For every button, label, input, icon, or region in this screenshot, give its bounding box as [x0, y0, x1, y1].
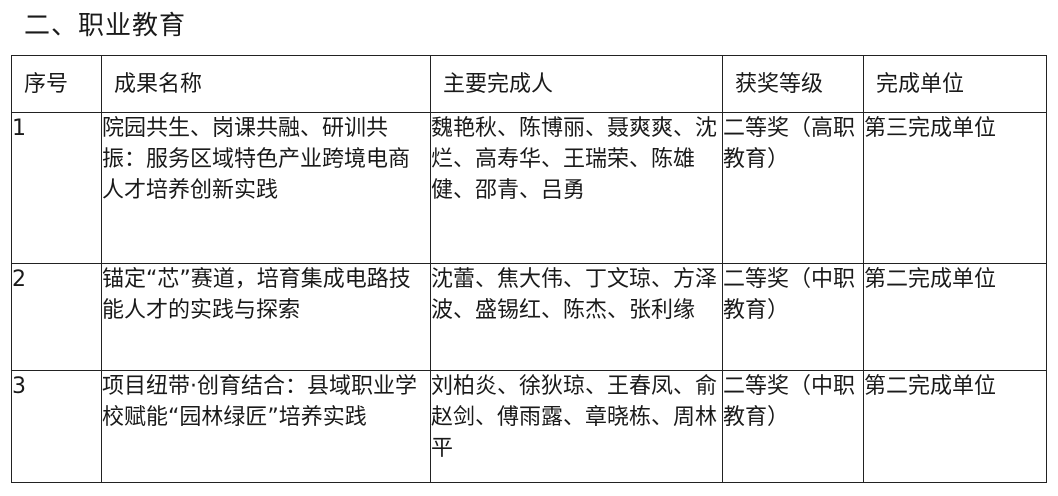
achievement-name: 院园共生、岗课共融、研训共振：服务区域特色产业跨境电商人才培养创新实践 [101, 112, 431, 264]
completion-unit: 第二完成单位 [863, 370, 1047, 483]
main-contributors: 魏艳秋、陈博丽、聂爽爽、沈烂、高寿华、王瑞荣、陈雄健、邵青、吕勇 [430, 112, 723, 264]
award-level: 二等奖（中职教育） [722, 263, 864, 371]
header-completion-unit: 完成单位 [863, 55, 1047, 113]
header-achievement-name: 成果名称 [101, 55, 431, 113]
awards-table: 序号 成果名称 主要完成人 获奖等级 完成单位 1 院园共生、岗课共融、研训共振… [11, 55, 1047, 483]
achievement-name: 锚定“芯”赛道，培育集成电路技能人才的实践与探索 [101, 263, 431, 371]
header-number: 序号 [11, 55, 102, 113]
completion-unit: 第三完成单位 [863, 112, 1047, 264]
award-level: 二等奖（高职教育） [722, 112, 864, 264]
table-header-row: 序号 成果名称 主要完成人 获奖等级 完成单位 [11, 55, 1047, 113]
row-number: 2 [11, 263, 102, 371]
header-award-level: 获奖等级 [722, 55, 864, 113]
row-number: 3 [11, 370, 102, 483]
table-row: 1 院园共生、岗课共融、研训共振：服务区域特色产业跨境电商人才培养创新实践 魏艳… [11, 112, 1047, 264]
header-main-contributors: 主要完成人 [430, 55, 723, 113]
completion-unit: 第二完成单位 [863, 263, 1047, 371]
table-row: 3 项目纽带·创育结合：县域职业学校赋能“园林绿匠”培养实践 刘柏炎、徐狄琼、王… [11, 370, 1047, 483]
award-level: 二等奖（中职教育） [722, 370, 864, 483]
achievement-name: 项目纽带·创育结合：县域职业学校赋能“园林绿匠”培养实践 [101, 370, 431, 483]
table-row: 2 锚定“芯”赛道，培育集成电路技能人才的实践与探索 沈蕾、焦大伟、丁文琼、方泽… [11, 263, 1047, 371]
section-title: 二、职业教育 [24, 11, 187, 41]
main-contributors: 刘柏炎、徐狄琼、王春凤、俞赵剑、傅雨露、章晓栋、周林平 [430, 370, 723, 483]
row-number: 1 [11, 112, 102, 264]
main-contributors: 沈蕾、焦大伟、丁文琼、方泽波、盛锡红、陈杰、张利缘 [430, 263, 723, 371]
